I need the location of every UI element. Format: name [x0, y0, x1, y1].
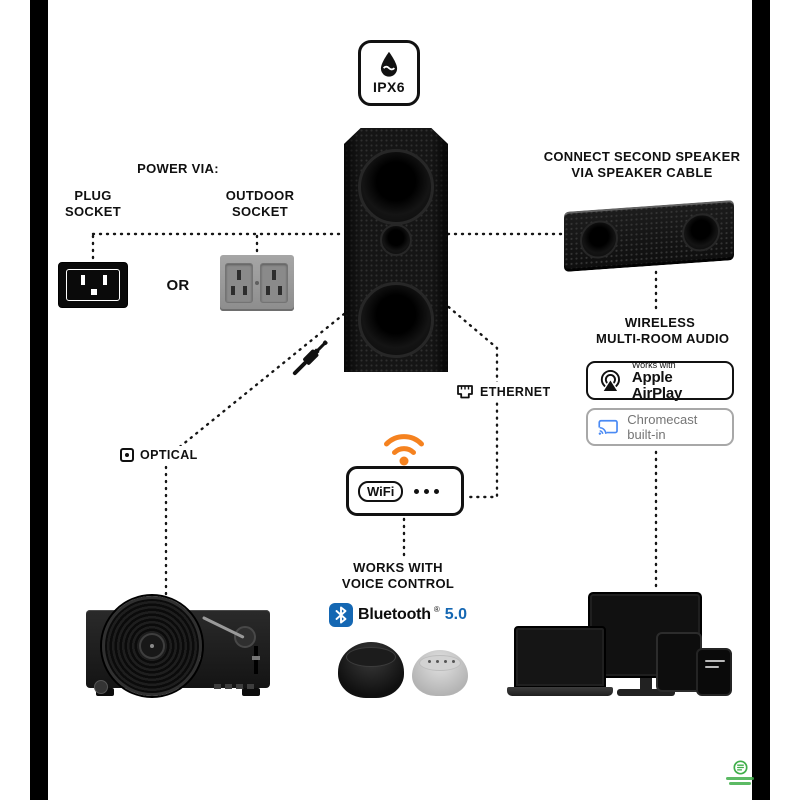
second-speaker-line2: VIA SPEAKER CABLE	[571, 165, 713, 180]
phone-screen-line	[705, 660, 725, 662]
socket-slot	[278, 286, 282, 295]
laptop	[507, 626, 613, 698]
outdoor-socket-icon	[220, 255, 294, 311]
optical-label-row: OPTICAL	[116, 446, 202, 464]
right-black-bar	[752, 0, 770, 800]
optical-port-icon	[120, 448, 134, 462]
socket-slot	[231, 286, 235, 295]
main-speaker-image	[344, 128, 448, 372]
outdoor-socket-line1: OUTDOOR	[225, 188, 295, 203]
laptop-screen	[514, 626, 606, 688]
wifi-signal-icon	[384, 434, 424, 466]
second-speaker-line1: CONNECT SECOND SPEAKER	[543, 149, 741, 164]
ethernet-label: ETHERNET	[480, 385, 551, 399]
smartphone	[696, 648, 732, 696]
wifi-logo: WiFi	[358, 480, 404, 502]
tonearm-base	[234, 626, 256, 648]
ipx6-label: IPX6	[373, 79, 405, 95]
watermark-text-line	[729, 782, 751, 785]
optical-label: OPTICAL	[140, 448, 198, 462]
socket-face-right	[260, 263, 288, 303]
airplay-icon	[600, 369, 620, 393]
start-stop-button	[94, 680, 108, 694]
control-buttons	[214, 684, 254, 689]
socket-face-left	[225, 263, 253, 303]
airplay-badge: Works with Apple AirPlay	[586, 360, 734, 402]
plug-ground-pin	[91, 289, 97, 295]
phone-screen-line	[705, 666, 719, 668]
socket-slot	[243, 286, 247, 295]
watermark-icon	[732, 760, 748, 775]
airplay-text: Works with Apple AirPlay	[632, 360, 722, 402]
socket-slot	[237, 270, 241, 280]
ipx6-badge: IPX6	[358, 40, 420, 106]
voice-control-heading: WORKS WITH VOICE CONTROL	[330, 560, 466, 592]
laptop-base	[507, 687, 613, 696]
bluetooth-registered-mark: ®	[433, 605, 440, 614]
speaker-tweeter	[380, 224, 412, 256]
plug-face	[66, 269, 120, 301]
smart-speaker-light	[412, 650, 468, 696]
echo-button-dot	[436, 660, 439, 663]
plug-pin-left	[81, 275, 85, 285]
outdoor-socket-line2: SOCKET	[232, 204, 288, 219]
airplay-name: Apple AirPlay	[631, 368, 683, 402]
router-body: WiFi	[346, 466, 464, 516]
monitor-stand	[640, 678, 652, 690]
chromecast-icon	[598, 419, 618, 436]
socket-screw	[255, 281, 259, 285]
watermark-logo	[726, 760, 754, 785]
speaker-driver-top	[358, 149, 434, 225]
left-black-bar	[30, 0, 48, 800]
wireless-heading: WIRELESS MULTI-ROOM AUDIO	[596, 315, 730, 347]
chromecast-badge: Chromecast built-in	[586, 408, 734, 446]
plug-socket-label: PLUG SOCKET	[54, 188, 132, 220]
pitch-slider	[252, 646, 260, 674]
plug-pin-right	[103, 275, 107, 285]
wireless-line1: WIRELESS	[624, 315, 696, 330]
monitor-base	[617, 689, 675, 696]
or-label: OR	[166, 277, 190, 294]
power-via-heading: POWER VIA:	[137, 161, 219, 176]
outdoor-socket-label: OUTDOOR SOCKET	[216, 188, 304, 220]
bluetooth-rune	[335, 606, 347, 624]
bluetooth-icon	[329, 603, 353, 627]
voice-line1: WORKS WITH	[353, 560, 443, 575]
wireless-line2: MULTI-ROOM AUDIO	[596, 331, 730, 346]
bluetooth-row: Bluetooth ® 5.0	[329, 603, 468, 627]
optical-jack-icon	[292, 340, 328, 376]
speaker-driver-bottom	[358, 282, 434, 358]
spindle	[150, 644, 154, 648]
voice-line2: VOICE CONTROL	[341, 576, 455, 591]
wifi-router: WiFi	[346, 424, 466, 516]
ethernet-label-row: ETHERNET	[452, 382, 555, 402]
second-speaker-driver-left	[580, 219, 618, 260]
water-drop-icon	[380, 51, 398, 77]
plug-socket-line1: PLUG	[74, 188, 112, 203]
echo-button-dot	[452, 660, 455, 663]
turntable-platter	[102, 596, 202, 696]
socket-slot	[266, 286, 270, 295]
plug-socket-line2: SOCKET	[65, 204, 121, 219]
airplay-works-with: Works with	[631, 359, 676, 370]
chromecast-label: Chromecast built-in	[627, 412, 698, 442]
router-dots	[414, 488, 440, 494]
turntable-foot	[242, 688, 260, 696]
second-speaker-image	[564, 200, 734, 272]
bluetooth-version: 5.0	[444, 606, 468, 623]
echo-button-dot	[428, 660, 431, 663]
turntable-image	[86, 596, 270, 700]
echo-button-dot	[444, 660, 447, 663]
second-speaker-driver-right	[682, 212, 720, 253]
plug-socket-icon	[58, 262, 128, 308]
watermark-text-line	[726, 777, 754, 780]
socket-slot	[272, 270, 276, 280]
second-speaker-heading: CONNECT SECOND SPEAKER VIA SPEAKER CABLE	[538, 149, 746, 181]
bluetooth-word: Bluetooth	[358, 606, 431, 623]
ethernet-port-icon	[457, 385, 473, 399]
smart-speaker-dark	[338, 642, 404, 698]
